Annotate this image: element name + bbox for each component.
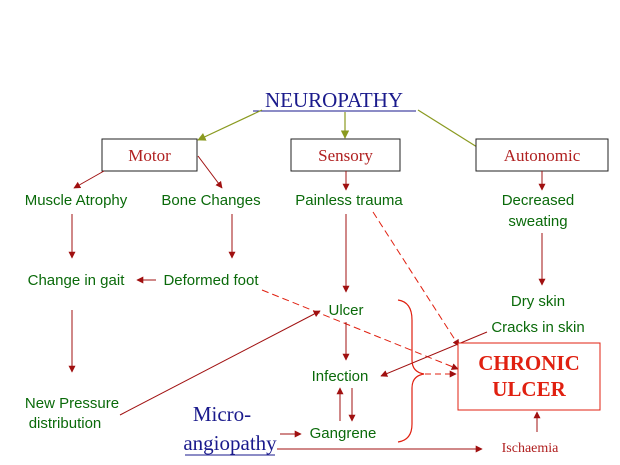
sensory-label: Sensory (318, 146, 373, 165)
node-decreased-sweating-line2: sweating (508, 213, 567, 230)
node-change-in-gait: Change in gait (28, 272, 126, 289)
grouping-brace (397, 299, 425, 443)
node-muscle-atrophy: Muscle Atrophy (25, 192, 128, 209)
node-decreased-sweating-line1: Decreased (502, 192, 575, 209)
arrow-pressure-to-ulcer (119, 310, 321, 416)
node-painless-trauma: Painless trauma (295, 192, 403, 209)
chronic-ulcer-line2: ULCER (492, 377, 566, 401)
autonomic-box (475, 138, 609, 172)
node-ischaemia: Ischaemia (502, 441, 560, 456)
node-deformed-foot: Deformed foot (163, 272, 259, 289)
dashed-deformed-to-chronic (261, 289, 459, 370)
chronic-ulcer-box (457, 342, 601, 411)
chronic-ulcer-line1: CHRONIC (478, 351, 580, 375)
node-bone-changes: Bone Changes (161, 192, 260, 209)
arrow-motor-to-muscle-atrophy (73, 170, 105, 189)
title-neuropathy: NEUROPATHY (265, 88, 403, 112)
node-ulcer: Ulcer (328, 302, 363, 319)
node-microangiopathy-line2: angiopathy (183, 431, 277, 455)
node-new-pressure-line1: New Pressure (25, 395, 119, 412)
node-cracks-in-skin: Cracks in skin (491, 319, 584, 336)
node-infection: Infection (312, 368, 369, 385)
arrow-title-to-motor (197, 109, 263, 141)
arrow-motor-to-bone-changes (197, 155, 223, 189)
node-new-pressure-line2: distribution (29, 415, 102, 432)
motor-label: Motor (128, 146, 171, 165)
arrow-cracks-to-infection (380, 331, 488, 377)
node-microangiopathy-line1: Micro- (193, 402, 251, 426)
dashed-painless-to-chronic (372, 211, 460, 347)
motor-box (101, 138, 198, 172)
autonomic-label: Autonomic (504, 146, 581, 165)
node-gangrene: Gangrene (310, 425, 377, 442)
node-dry-skin: Dry skin (511, 293, 565, 310)
arrow-title-to-autonomic (417, 109, 486, 153)
sensory-box (290, 138, 401, 172)
